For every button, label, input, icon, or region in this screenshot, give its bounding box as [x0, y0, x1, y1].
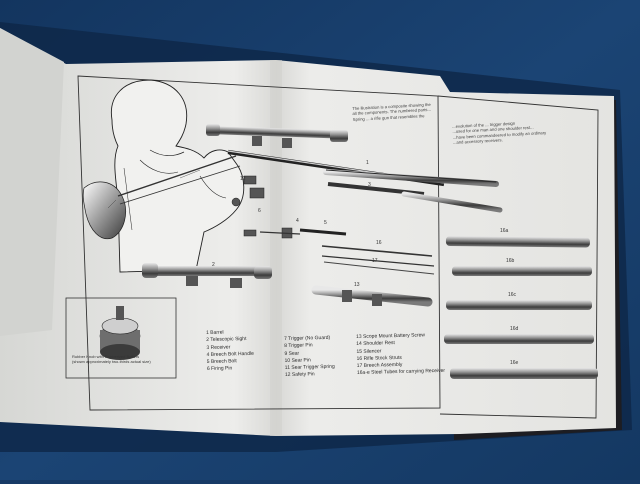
part-label: 13: [354, 282, 360, 288]
part-label: 16: [376, 240, 382, 246]
legend-item: 12 Safety Pin: [284, 371, 315, 379]
part-label: 3: [368, 182, 371, 188]
telescopic-sight-top: [206, 124, 348, 148]
part-label: 5: [324, 220, 327, 226]
legend-column-2: 7 Trigger (No Guard) 8 Trigger Pin 9 Sea…: [284, 335, 335, 380]
inset-caption-line: Rubber Knob with Rubberized Buffers: [72, 354, 140, 359]
legend-item: 6 Firing Pin: [206, 365, 233, 373]
part-label: 12: [240, 176, 246, 182]
part-label: 4: [296, 218, 299, 224]
tube-label: 16c: [508, 292, 517, 298]
part-label: 1: [366, 160, 369, 166]
part-label: 2: [212, 262, 215, 268]
legend-column-3: 13 Scope Mount Battery Screw 14 Shoulder…: [356, 332, 445, 378]
legend-item: 2 Telescopic Sight: [206, 336, 247, 344]
part-label: 6: [258, 208, 261, 214]
tube-label: 16e: [510, 360, 519, 366]
tube-label: 16a: [500, 228, 509, 234]
part-label: 17: [372, 258, 378, 264]
tube-label: 16d: [510, 326, 519, 332]
inset-caption-line: (shown approximately two-thirds actual s…: [72, 359, 151, 364]
tube-label: 16b: [506, 258, 515, 264]
steel-tubes: [444, 236, 598, 379]
inset-caption: Rubber Knob with Rubberized Buffers (sho…: [72, 354, 172, 364]
legend-column-1: 1 Barrel 2 Telescopic Sight 3 Receiver 4…: [206, 329, 254, 374]
